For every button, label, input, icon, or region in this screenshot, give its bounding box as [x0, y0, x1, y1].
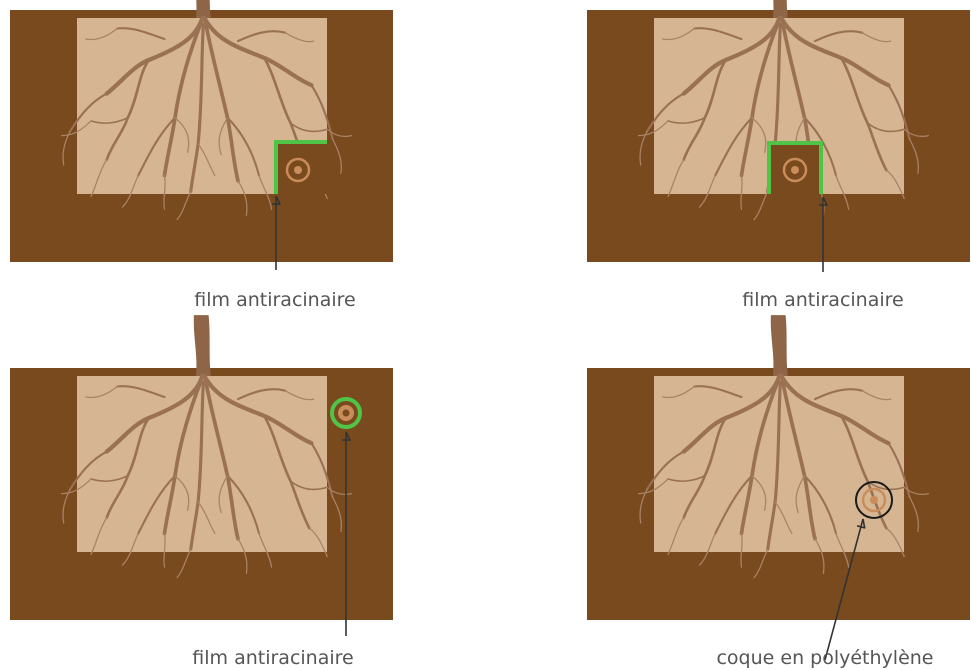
trench-panel-bottom-right	[587, 315, 970, 660]
trench-panel-top-left	[10, 0, 393, 270]
caption-panel-2: film antiracinaire	[742, 289, 903, 311]
caption-panel-3: film antiracinaire	[192, 647, 353, 669]
caption-panel-1: film antiracinaire	[194, 289, 355, 311]
trench-panel-top-right	[587, 0, 970, 272]
caption-panel-4: coque en polyéthylène	[716, 647, 933, 669]
trench-panel-bottom-left	[10, 315, 393, 636]
